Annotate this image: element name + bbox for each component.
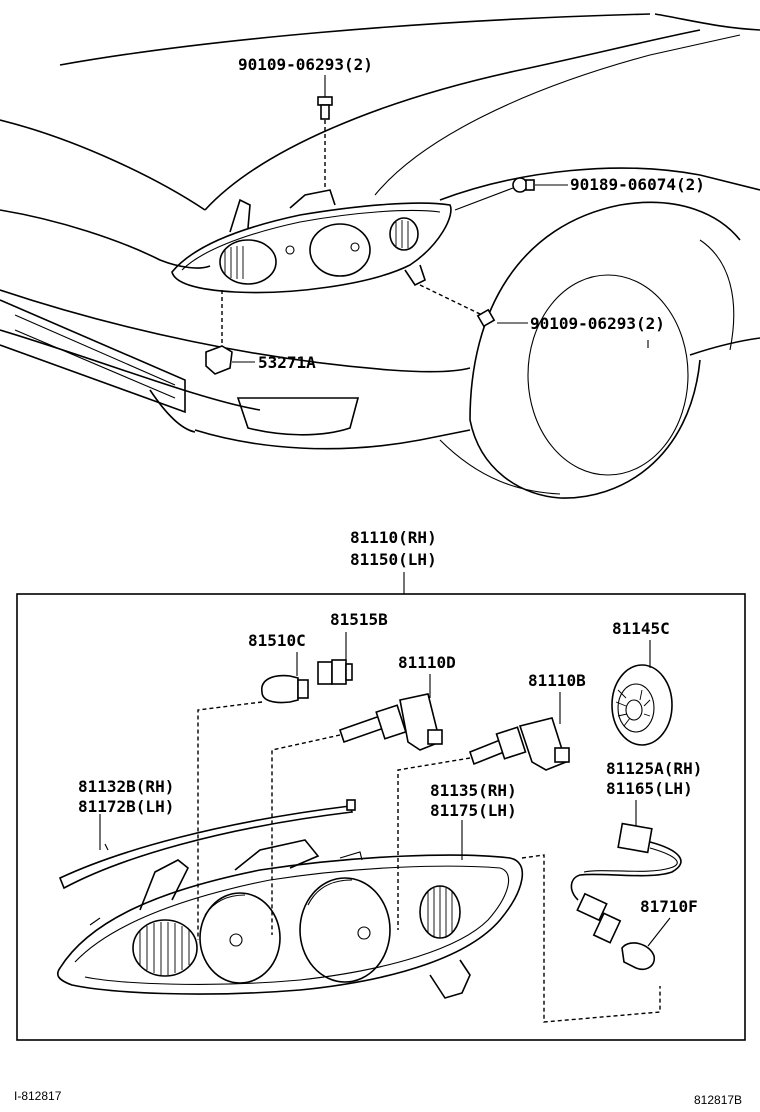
small-bulb-icon	[261, 674, 309, 704]
bracket-label: 53271A	[258, 353, 316, 372]
high-bulb-icon	[469, 717, 570, 771]
label-trim-rh: 81132B(RH)	[78, 777, 174, 796]
label-wire-rh: 81125A(RH)	[606, 759, 702, 778]
lower-bolt-label: 90109-06293(2)	[530, 314, 665, 333]
cap-icon	[611, 664, 673, 746]
assembly-frame	[16, 593, 746, 1041]
label-trim-lh: 81172B(LH)	[78, 797, 174, 816]
installed-headlamp	[171, 189, 452, 294]
label-cap: 81145C	[612, 619, 670, 638]
clip-icon	[512, 177, 535, 193]
side-bulb-icon	[621, 942, 656, 971]
assembly-header-lh: 81150(LH)	[350, 550, 437, 569]
car-front-view: 90109-06293(2) 90189-06074(2) 90109-0629…	[0, 13, 760, 499]
wire-harness-icon	[570, 822, 682, 944]
assembly-header-rh: 81110(RH)	[350, 528, 437, 547]
label-bulb-small: 81510C	[248, 631, 306, 650]
assembly-parts: 81510C 81515B 81110D 81110B 81145C 81132…	[56, 610, 702, 1023]
assembly-header: 81110(RH) 81150(LH)	[350, 528, 437, 594]
top-bolt-icon	[317, 96, 333, 120]
main-bulb-icon	[338, 693, 443, 751]
label-bulb-high: 81110B	[528, 671, 586, 690]
label-side-bulb: 81710F	[640, 897, 698, 916]
label-lens-rh: 81135(RH)	[430, 781, 517, 800]
top-bolt-label: 90109-06293(2)	[238, 55, 373, 74]
clip-label: 90189-06074(2)	[570, 175, 705, 194]
headlamp-unit	[56, 839, 524, 999]
lower-bolt-icon	[476, 308, 496, 328]
footer-right-code: 812817B	[694, 1093, 742, 1107]
label-lens-lh: 81175(LH)	[430, 801, 517, 820]
small-socket-icon	[317, 659, 353, 685]
bracket-icon	[205, 345, 233, 375]
footer-left-code: I-812817	[14, 1089, 62, 1103]
label-bulb-main: 81110D	[398, 653, 456, 672]
label-wire-lh: 81165(LH)	[606, 779, 693, 798]
label-socket-small: 81515B	[330, 610, 388, 629]
